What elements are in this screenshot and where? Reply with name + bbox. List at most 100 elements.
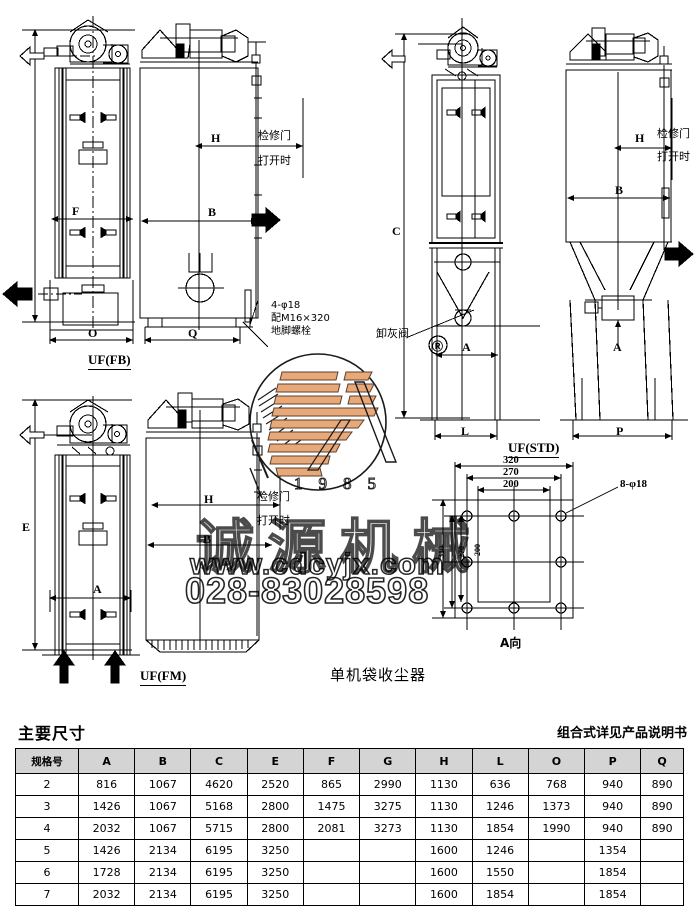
dim-label-C: C [392, 224, 401, 238]
table-cell-4-3: 6195 [190, 861, 248, 884]
table-cell-5-7: 1600 [415, 883, 473, 906]
dim-label-P: P [616, 424, 624, 438]
table-cell-5-0: 7 [14, 883, 80, 906]
anchor-note-line1: 4-φ18 [271, 300, 301, 311]
table-cell-1-5: 1475 [302, 795, 361, 818]
view-label-a-detail: A向 [500, 636, 522, 650]
table-cell-3-8: 1246 [471, 839, 529, 862]
table-cell-1-4: 2800 [246, 795, 304, 818]
table-column-header-F: F [302, 748, 361, 774]
table-cell-4-4: 3250 [246, 861, 304, 884]
table-cell-4-11 [640, 861, 684, 884]
table-cell-5-6 [359, 883, 417, 906]
table-column-header-spec: 规格号 [14, 748, 80, 774]
table-cell-3-4: 3250 [246, 839, 304, 862]
table-cell-5-3: 6195 [190, 883, 248, 906]
table-column-header-Q: Q [640, 748, 684, 774]
table-cell-4-5 [302, 861, 361, 884]
table-cell-2-10: 940 [583, 817, 642, 840]
table-cell-1-10: 940 [583, 795, 642, 818]
access-door-open-label-fb: 打开时 [258, 154, 291, 167]
table-cell-0-6: 2990 [359, 773, 417, 796]
table-cell-1-11: 890 [640, 795, 684, 818]
table-cell-3-10: 1354 [583, 839, 642, 862]
table-column-header-L: L [471, 748, 529, 774]
table-heading: 主要尺寸 [18, 724, 87, 743]
table-cell-4-8: 1550 [471, 861, 529, 884]
table-cell-1-9: 1373 [527, 795, 585, 818]
table-cell-4-1: 1728 [78, 861, 136, 884]
access-door-label-fb: 检修门 [258, 129, 291, 142]
table-cell-3-6 [359, 839, 417, 862]
table-cell-2-9: 1990 [527, 817, 585, 840]
detail-dim-200: 200 [503, 479, 519, 490]
table-cell-2-0: 4 [14, 817, 80, 840]
table-cell-5-10: 1854 [583, 883, 642, 906]
access-door-open-label-std: 打开时 [657, 150, 690, 163]
table-cell-4-6 [359, 861, 417, 884]
table-cell-2-8: 1854 [471, 817, 529, 840]
table-cell-3-7: 1600 [415, 839, 473, 862]
table-cell-5-8: 1854 [471, 883, 529, 906]
table-note: 组合式详见产品说明书 [556, 726, 687, 741]
detail-dim-v-270: 270 [457, 546, 466, 558]
table-cell-1-2: 1067 [134, 795, 192, 818]
table-cell-0-4: 2520 [246, 773, 304, 796]
table-cell-0-8: 636 [471, 773, 529, 796]
dim-label-F: F [72, 204, 80, 218]
table-cell-5-11 [640, 883, 684, 906]
table-cell-3-11 [640, 839, 684, 862]
dim-label-L: L [461, 424, 470, 438]
dim-label-H-fm: H [204, 492, 214, 506]
table-cell-1-3: 5168 [190, 795, 248, 818]
table-cell-3-5 [302, 839, 361, 862]
view-label-uf-fb: UF(FB) [88, 352, 131, 370]
view-label-uf-std: UF(STD) [508, 440, 560, 458]
table-cell-4-2: 2134 [134, 861, 192, 884]
table-cell-5-5 [302, 883, 361, 906]
access-door-label-fm: 检修门 [257, 490, 290, 503]
table-cell-2-1: 2032 [78, 817, 136, 840]
dim-label-A-std-right: A [613, 340, 622, 354]
table-cell-5-1: 2032 [78, 883, 136, 906]
table-cell-0-1: 816 [78, 773, 136, 796]
dim-label-H-fb: H [211, 131, 221, 145]
table-cell-1-1: 1426 [78, 795, 136, 818]
ash-valve-label: 卸灰阀 [376, 327, 409, 340]
table-cell-0-9: 768 [527, 773, 585, 796]
table-cell-1-6: 3275 [359, 795, 417, 818]
table-cell-3-2: 2134 [134, 839, 192, 862]
detail-dim-320: 320 [503, 455, 519, 466]
table-cell-2-6: 3273 [359, 817, 417, 840]
company-logo-watermark [249, 353, 398, 499]
dim-label-A-std: A [462, 340, 471, 354]
table-cell-0-5: 865 [302, 773, 361, 796]
table-cell-4-7: 1600 [415, 861, 473, 884]
table-cell-2-4: 2800 [246, 817, 304, 840]
table-column-header-B: B [134, 748, 192, 774]
table-cell-5-4: 3250 [246, 883, 304, 906]
dim-label-O: O [88, 326, 98, 340]
table-column-header-E: E [246, 748, 304, 774]
table-cell-4-10: 1854 [583, 861, 642, 884]
table-column-header-H: H [415, 748, 473, 774]
table-cell-3-0: 5 [14, 839, 80, 862]
dim-label-A-fm: A [93, 582, 102, 596]
table-cell-2-7: 1130 [415, 817, 473, 840]
dim-label-B-std: B [615, 183, 624, 197]
anchor-note-line3: 地脚螺栓 [271, 326, 311, 337]
table-column-header-P: P [583, 748, 642, 774]
table-cell-2-3: 5715 [190, 817, 248, 840]
table-column-header-G: G [359, 748, 417, 774]
table-cell-2-11: 890 [640, 817, 684, 840]
table-cell-5-9 [527, 883, 585, 906]
detail-dim-v-200: 200 [473, 544, 482, 556]
